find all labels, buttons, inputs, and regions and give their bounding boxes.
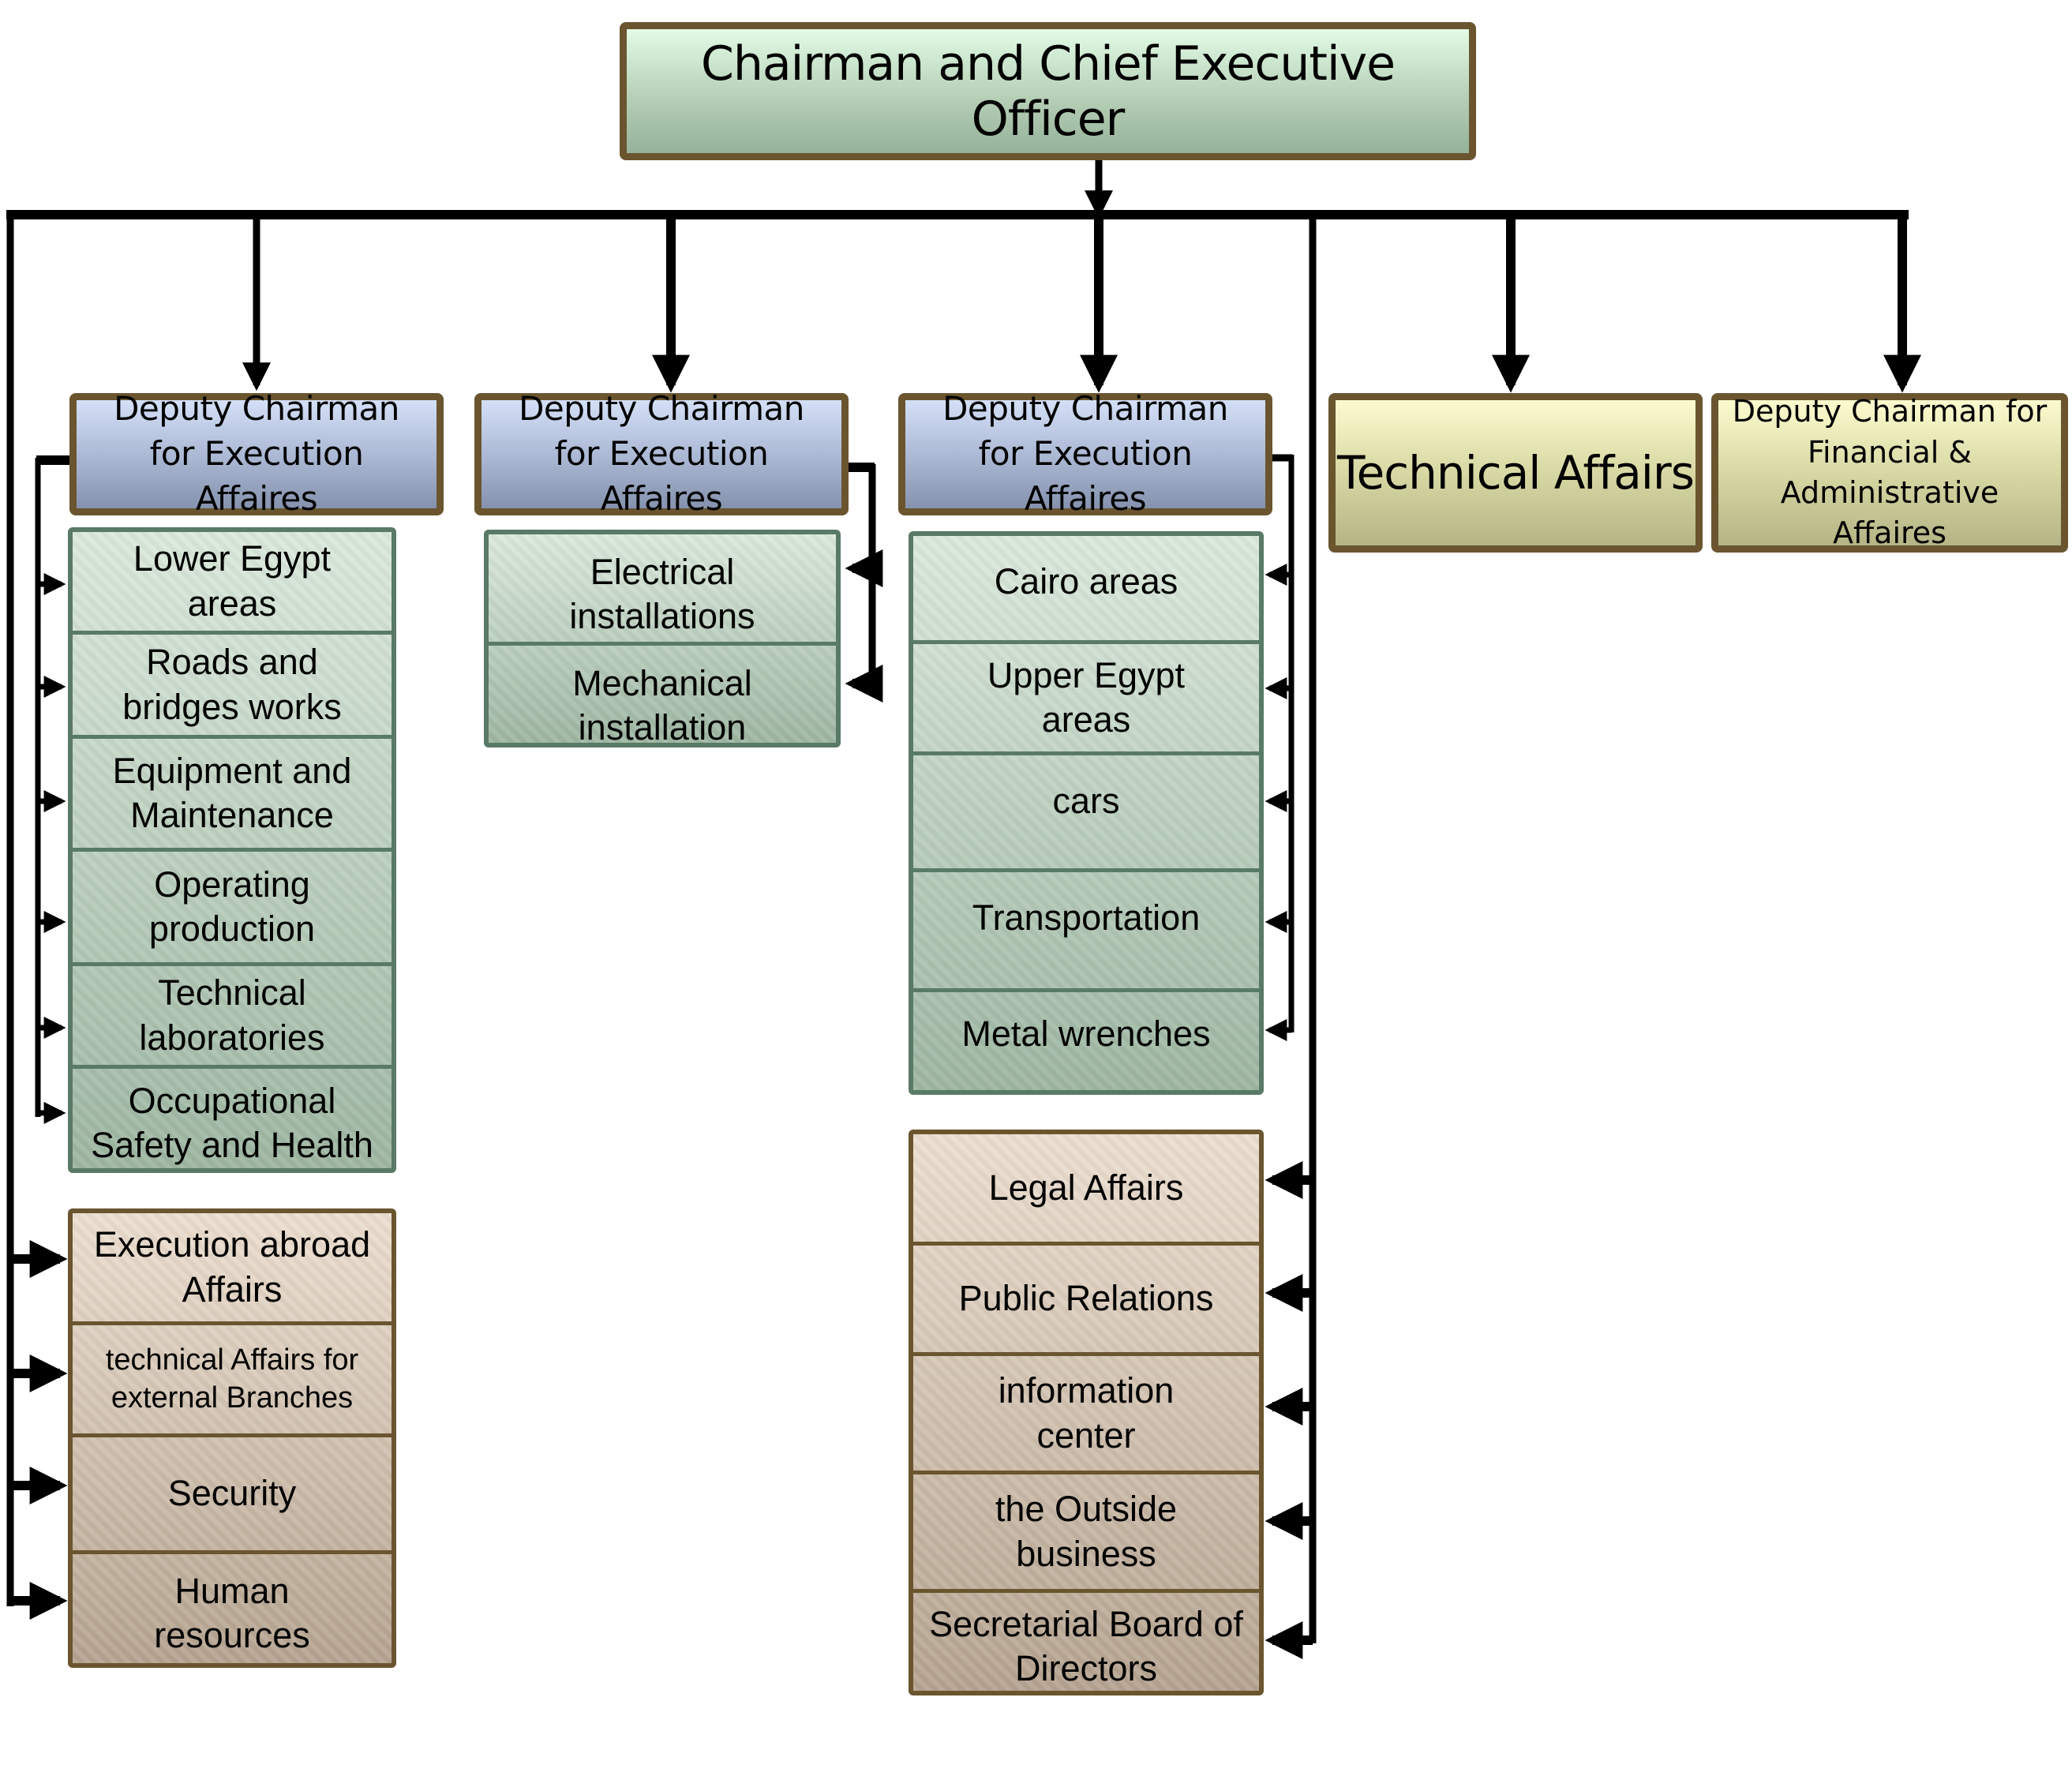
unit-legal-affairs: Legal Affairs — [988, 1167, 1184, 1208]
unit-public-relations: Public Relations — [913, 1242, 1259, 1352]
financial-deputy-label: Deputy Chairman for Financial & Administ… — [1732, 394, 2048, 551]
technical-affairs-box: Technical Affairs — [1328, 393, 1703, 553]
deputy-1-label: Deputy Chairman for Execution Affaires — [114, 389, 399, 518]
unit-equipment-maintenance: Equipment and Maintenance — [73, 735, 392, 848]
unit-electrical-installations: Electrical installations — [569, 552, 755, 637]
unit-transportation: Transportation — [913, 868, 1259, 988]
ceo-label: Chairman and Chief Executive Officer — [700, 36, 1396, 147]
ceo-box: Chairman and Chief Executive Officer — [620, 22, 1476, 160]
unit-roads-and-bridges: Roads and bridges works — [73, 631, 392, 735]
unit-operating-production: Operating production — [73, 848, 392, 962]
connector-deputy3-branches — [1265, 564, 1291, 1041]
unit-information-center: information center — [913, 1352, 1259, 1471]
unit-technical-laboratories: Technical laboratories — [73, 962, 392, 1065]
unit-technical-affairs-external-branches: technical Affairs for external Branches — [73, 1321, 392, 1433]
unit-mechanical-installation: Mechanical installation — [489, 642, 836, 743]
ceo-direct-left-stack: Execution abroad Affairs technical Affai… — [68, 1208, 396, 1668]
unit-human-resources: Human resources — [73, 1550, 392, 1663]
unit-execution-abroad-affairs: Execution abroad Affairs — [93, 1224, 371, 1310]
unit-security: Security — [73, 1433, 392, 1550]
unit-cairo-areas: Cairo areas — [994, 561, 1178, 601]
deputy-box-1: Deputy Chairman for Execution Affaires — [69, 389, 444, 518]
connector-ceo-direct-left-branches — [10, 1240, 68, 1620]
unit-secretarial-board: Secretarial Board of Directors — [913, 1589, 1259, 1691]
financial-deputy-box: Deputy Chairman for Financial & Administ… — [1711, 393, 2068, 553]
ceo-direct-right-stack: Legal Affairs Public Relations informati… — [909, 1130, 1264, 1695]
deputy-box-3: Deputy Chairman for Execution Affaires — [898, 389, 1272, 518]
connector-ceo-direct-right-branches — [1265, 1161, 1313, 1659]
deputy-2-label: Deputy Chairman for Execution Affaires — [519, 389, 804, 518]
unit-cars: cars — [913, 751, 1259, 868]
unit-upper-egypt-areas: Upper Egypt areas — [913, 640, 1259, 751]
unit-lower-egypt-areas: Lower Egypt areas — [133, 538, 332, 624]
unit-outside-business: the Outside business — [913, 1471, 1259, 1589]
unit-occupational-safety: Occupational Safety and Health — [73, 1065, 392, 1168]
middle-units-stack: Electrical installations Mechanical inst… — [484, 530, 841, 747]
left-units-stack: Lower Egypt areas Roads and bridges work… — [68, 527, 396, 1173]
deputy-3-label: Deputy Chairman for Execution Affaires — [942, 389, 1228, 518]
deputy-box-2: Deputy Chairman for Execution Affaires — [474, 389, 849, 518]
technical-affairs-label: Technical Affairs — [1337, 446, 1695, 500]
connector-deputy1-branches — [38, 573, 66, 1124]
right-units-stack: Cairo areas Upper Egypt areas cars Trans… — [909, 531, 1264, 1095]
connector-deputy2-branches — [845, 549, 883, 703]
unit-metal-wrenches: Metal wrenches — [913, 988, 1259, 1090]
